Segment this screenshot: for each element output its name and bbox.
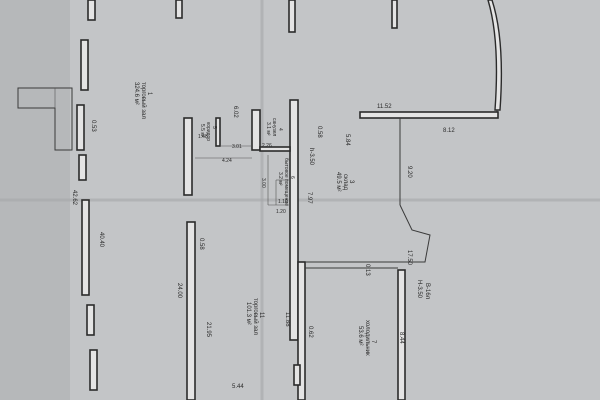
dim-226: 2.26: [262, 143, 272, 149]
svg-text:6: 6: [289, 176, 295, 179]
svg-text:49.5 м²: 49.5 м²: [335, 172, 341, 191]
wall-corridor-v2: [215, 117, 221, 147]
dim-602: 6.02: [232, 106, 238, 118]
svg-text:1: 1: [146, 92, 152, 96]
wall-top-2: [288, 0, 296, 33]
svg-text:4: 4: [277, 128, 283, 131]
svg-text:холодильник: холодильник: [364, 320, 370, 356]
dim-844: 8.44: [398, 332, 404, 344]
dim-4262: 42.62: [71, 190, 77, 206]
svg-text:3: 3: [348, 180, 354, 184]
wall-fridge-right: [397, 269, 406, 400]
dim-053: 0.53: [90, 120, 96, 132]
dim-062: 0.62: [307, 326, 313, 338]
dim-812: 8.12: [443, 128, 455, 134]
wall-central: [289, 99, 299, 341]
storage-lower-outline: [305, 204, 431, 263]
room-5-label: 5 коридор 5.5 м²: [199, 122, 217, 141]
wall-wc: [251, 109, 261, 151]
svg-text:торговый зал: торговый зал: [252, 298, 259, 335]
room-11-label: 11 торговый зал 101.3 м²: [245, 298, 264, 335]
dim-300: 3.00: [260, 178, 266, 188]
dim-350: h-3.50: [308, 148, 314, 166]
dim-110: 1.10: [278, 199, 288, 205]
svg-text:7: 7: [370, 340, 376, 344]
wall-storage-top: [359, 111, 499, 119]
dim-b: B-16л: [424, 283, 430, 300]
dim-1188: 11.88: [284, 312, 290, 327]
svg-text:3.2 м²: 3.2 м²: [277, 172, 283, 186]
svg-text:53.6 м²: 53.6 м²: [357, 326, 363, 345]
wall-left-corridor: [183, 117, 193, 196]
dim-h: H-3.50: [416, 280, 422, 299]
svg-text:бытовое помещение: бытовое помещение: [283, 158, 289, 206]
right-curved-wall: [487, 0, 503, 111]
dim-544: 5.44: [232, 384, 244, 390]
dim-2195: 21.95: [205, 322, 211, 338]
room-7-label: 7 холодильник 53.6 м²: [357, 320, 376, 356]
dim-2400: 24.00: [176, 283, 182, 299]
room-4-label: 4 санузел 3.1 м²: [265, 118, 283, 136]
dim-058-mid: 0.58: [198, 238, 204, 250]
wall-top-1: [175, 0, 183, 19]
dim-920: 9.20: [406, 166, 412, 178]
svg-text:11: 11: [258, 312, 264, 319]
svg-text:324.6 м²: 324.6 м²: [133, 82, 139, 105]
svg-text:санузел: санузел: [271, 118, 277, 136]
dim-797: 7.97: [306, 192, 312, 204]
dim-424: 4.24: [222, 158, 232, 164]
dim-1152: 11.52: [377, 104, 392, 110]
svg-text:торговый зал: торговый зал: [140, 82, 147, 119]
svg-text:101.3 м²: 101.3 м²: [245, 302, 251, 325]
room-1-label: 1 торговый зал 324.6 м²: [133, 82, 152, 119]
room-6-label: 6 бытовое помещение 3.2 м²: [277, 158, 295, 206]
dim-120: 1.20: [276, 209, 286, 215]
wall-wc2: [259, 146, 291, 152]
wall-bottom-stub: [293, 364, 301, 386]
dim-584: 5.84: [344, 134, 350, 146]
dim-301: 3.01: [232, 144, 242, 150]
dim-058-top: 0.58: [316, 126, 322, 138]
wall-left-lower: [186, 221, 196, 400]
dim-4040: 40.40: [98, 232, 104, 248]
svg-text:3.1 м²: 3.1 м²: [265, 122, 271, 136]
left-facade-wall: [76, 0, 98, 391]
dim-148: 1.48: [198, 134, 208, 140]
wall-right-lower: [297, 261, 306, 400]
dim-1750: 17.50: [406, 250, 412, 266]
svg-text:5.5 м²: 5.5 м²: [199, 124, 205, 138]
entrance-porch: [17, 87, 73, 151]
svg-text:коридор: коридор: [205, 122, 211, 141]
svg-text:5: 5: [211, 126, 217, 129]
room-3-label: 3 склад 49.5 м²: [335, 172, 354, 191]
wall-top-3: [391, 0, 398, 29]
dim-013: 0.13: [364, 264, 370, 276]
svg-text:склад: склад: [342, 174, 348, 191]
